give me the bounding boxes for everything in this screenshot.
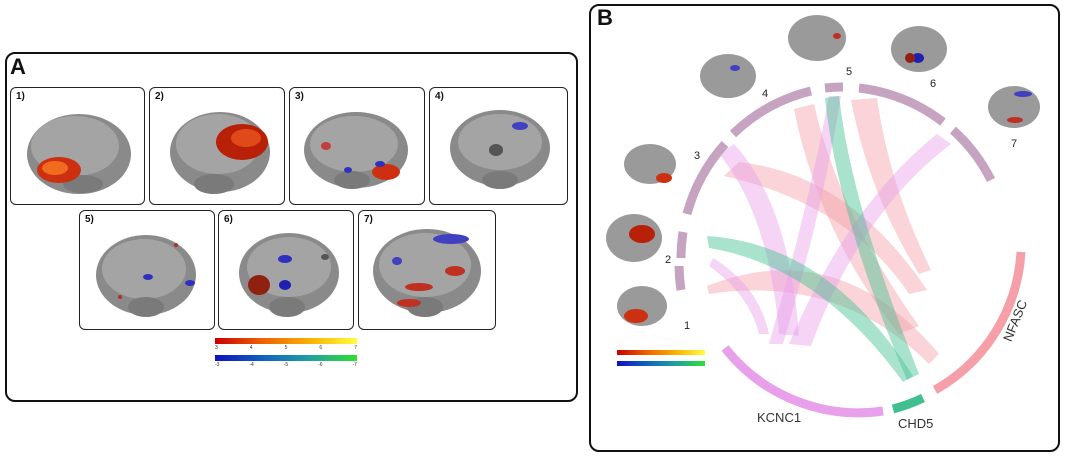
b-negative-colorbar [617, 361, 705, 366]
gene-label-chd5: CHD5 [898, 416, 934, 431]
ribbon-nfasc-1 [707, 270, 939, 364]
pos-tick: 3 [215, 345, 218, 351]
chord-diagram [674, 82, 1026, 418]
arc-chd5 [891, 393, 925, 414]
panel-b [589, 4, 1060, 452]
neg-tick: -3 [215, 362, 220, 368]
arc-node-4 [729, 86, 813, 138]
neg-tick: -6 [318, 362, 323, 368]
node-brain-5 [788, 15, 846, 61]
node-label-2: 2 [665, 254, 672, 266]
gene-label-kcnc1: KCNC1 [757, 410, 802, 425]
arc-node-7 [949, 126, 996, 183]
brain-label-7: 7) [364, 214, 373, 225]
node-brain-2 [606, 214, 662, 262]
neg-tick: -4 [249, 362, 254, 368]
node-label-6: 6 [930, 78, 937, 90]
node-brain-6 [891, 26, 947, 72]
node-brain-3 [624, 144, 676, 184]
arc-kcnc1 [721, 345, 884, 418]
brain-label-4: 4) [435, 91, 444, 102]
panel-a-letter: A [10, 54, 26, 79]
panel-b-letter: B [597, 5, 613, 30]
pos-tick: 7 [354, 345, 357, 351]
ribbon-nfasc-6 [851, 98, 931, 274]
arc-node-6 [858, 83, 946, 126]
brain-render-5 [96, 235, 196, 317]
brain-box-3: 3) [289, 87, 425, 205]
node-brain-4 [700, 54, 756, 98]
arc-node-1 [674, 265, 686, 291]
ribbon-nfasc-3 [724, 162, 927, 294]
ribbon-kcnc1-3 [719, 144, 799, 336]
pos-tick: 6 [319, 345, 323, 351]
negative-colorbar [215, 355, 357, 361]
pos-tick: 5 [284, 345, 288, 351]
brain-box-5: 5) [79, 210, 215, 330]
node-label-1: 1 [684, 320, 691, 332]
neg-tick: -7 [352, 362, 357, 368]
node-label-4: 4 [762, 88, 769, 100]
brain-label-1: 1) [16, 91, 25, 102]
positive-colorbar-ticks: 3 4 5 6 7 [215, 345, 357, 351]
arc-node-2 [676, 231, 688, 259]
ribbon-kcnc1-2 [709, 258, 769, 334]
ribbon-kcnc1-5 [769, 96, 841, 344]
brain-box-7: 7) [358, 210, 496, 330]
brain-box-4: 4) [429, 87, 568, 205]
node-label-3: 3 [694, 150, 701, 162]
brain-render-3 [304, 112, 408, 189]
brain-render-2 [170, 112, 270, 194]
brain-label-2: 2) [155, 91, 164, 102]
brain-box-2: 2) [149, 87, 285, 205]
neg-tick: -5 [283, 362, 289, 368]
positive-colorbar [215, 338, 357, 344]
arc-node-5 [824, 82, 844, 93]
b-positive-colorbar [617, 350, 705, 355]
arc-nfasc [932, 251, 1026, 394]
brain-box-1: 1) [10, 87, 145, 205]
brain-label-3: 3) [295, 91, 304, 102]
node-brain-1 [617, 286, 667, 326]
pos-tick: 4 [249, 345, 253, 351]
arc-node-3 [682, 140, 729, 216]
ribbon-nfasc-4 [794, 104, 919, 334]
brain-render-6 [239, 233, 339, 317]
negative-colorbar-ticks: -3 -4 -5 -6 -7 [215, 362, 357, 368]
ribbon-chd5-2 [707, 236, 913, 382]
brain-render-7 [373, 229, 481, 317]
ribbon-kcnc1-7 [789, 134, 951, 346]
brain-box-6: 6) [218, 210, 354, 330]
node-label-7: 7 [1011, 138, 1018, 150]
brain-label-5: 5) [85, 214, 94, 225]
brain-render-1 [27, 114, 131, 194]
node-label-5: 5 [846, 66, 853, 78]
ribbon-chd5-5 [825, 96, 919, 380]
brain-label-6: 6) [224, 214, 233, 225]
brain-render-4 [450, 110, 550, 189]
node-brain-7 [988, 86, 1040, 128]
